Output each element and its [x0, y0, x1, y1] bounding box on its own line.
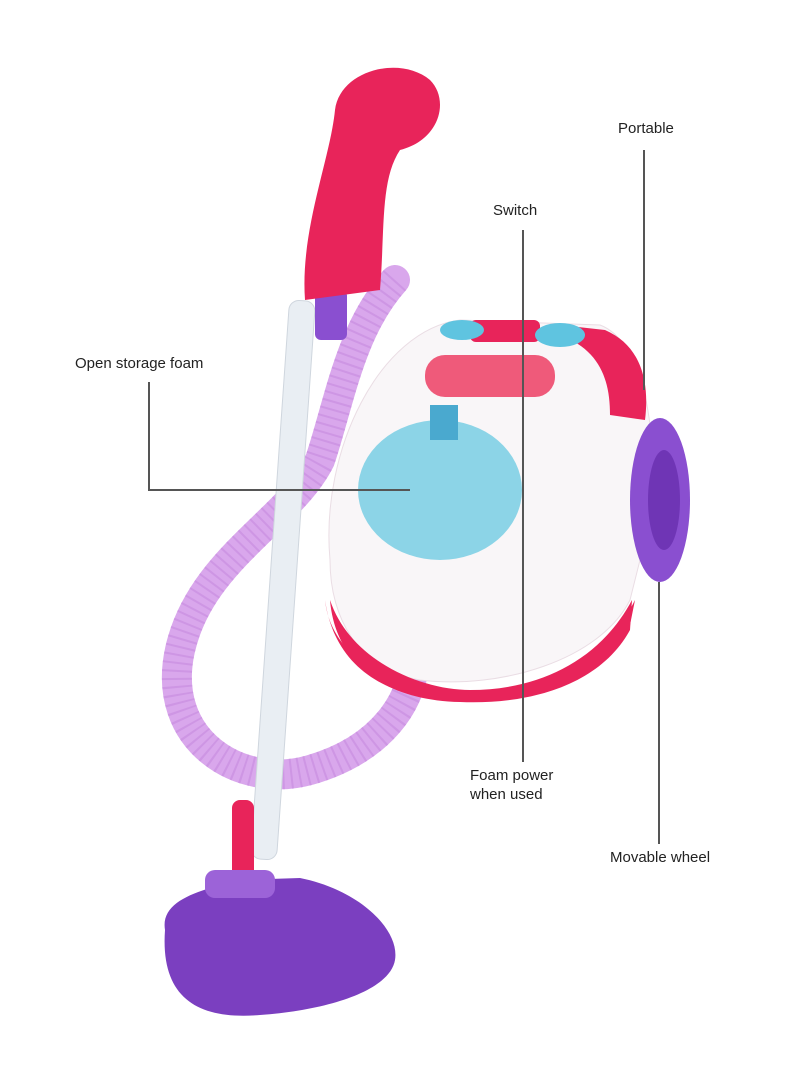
leader-line-switch [522, 230, 524, 762]
storage-foam-window [358, 420, 522, 560]
annotation-open-storage-foam: Open storage foam [75, 355, 204, 372]
switch [425, 355, 555, 397]
leader-line-portable [643, 150, 645, 390]
leader-line-storage-vertical [148, 382, 150, 490]
leader-line-wheel [658, 582, 660, 844]
wand-tube [250, 299, 316, 861]
wand-handle [304, 67, 440, 301]
leader-line-storage-horizontal [148, 489, 410, 491]
annotation-portable: Portable [618, 120, 674, 137]
annotation-foam-power: Foam power when used [470, 766, 553, 804]
annotation-foam-power-line1: Foam power [470, 767, 554, 784]
annotation-foam-power-line2: when used [470, 786, 543, 803]
floor-brush [164, 878, 396, 1016]
annotation-switch: Switch [493, 202, 538, 219]
annotation-movable-wheel: Movable wheel [610, 849, 711, 866]
